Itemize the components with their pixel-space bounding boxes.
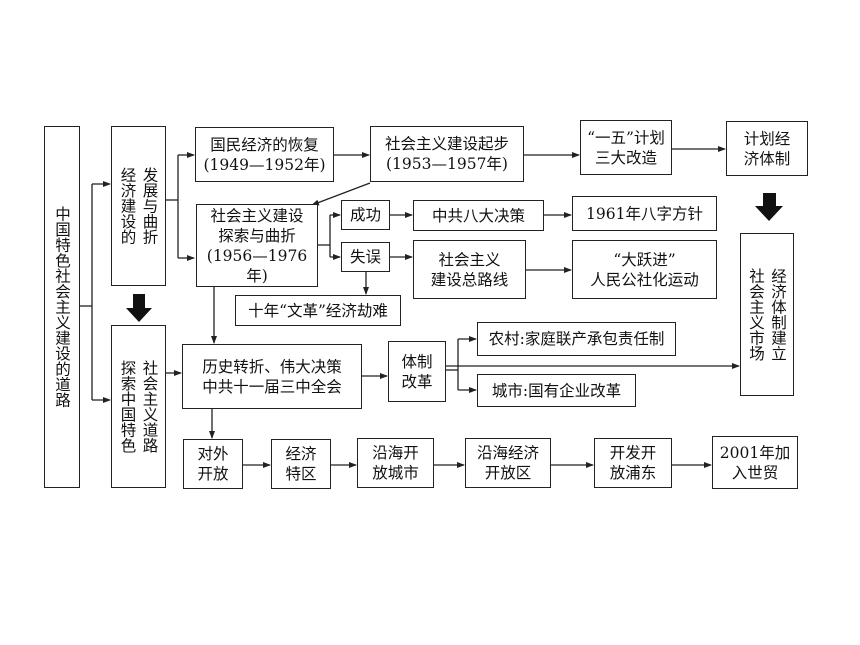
stage2-line1: 社会主义道路 — [140, 360, 159, 453]
market-economy-box: 经济体制建立 社会主义市场 — [740, 233, 794, 396]
coastal-zones-box: 沿海经济 开放区 — [465, 438, 551, 488]
stage1-columns: 发展与曲折 经济建设的 — [118, 167, 160, 245]
first-plan-box: “一五”计划 三大改造 — [580, 120, 672, 175]
wto-box: 2001年加 入世贸 — [712, 436, 798, 489]
coastal-cities-box: 沿海开 放城市 — [357, 438, 434, 488]
stage1-line1: 发展与曲折 — [140, 167, 159, 245]
eighth-congress-box: 中共八大决策 — [413, 200, 544, 231]
sez-box: 经济 特区 — [271, 439, 331, 489]
turning-point-box: 历史转折、伟大决策 中共十一届三中全会 — [182, 344, 362, 409]
root-box: 中国特色社会主义建设的道路 — [44, 126, 80, 488]
planned-economy-box: 计划经 济体制 — [726, 121, 808, 176]
market-economy-line2: 社会主义市场 — [747, 268, 765, 361]
down-arrow-icon — [126, 294, 152, 322]
recovery-box: 国民经济的恢复 (1949—1952年) — [195, 127, 334, 182]
cultural-revolution-box: 十年“文革”经济劫难 — [235, 295, 401, 326]
market-economy-line1: 经济体制建立 — [769, 268, 787, 361]
down-arrow-icon — [755, 193, 783, 221]
success-box: 成功 — [341, 200, 390, 230]
root-label: 中国特色社会主义建设的道路 — [53, 206, 71, 408]
stage1-line2: 经济建设的 — [118, 167, 137, 245]
opening-box: 对外 开放 — [183, 439, 243, 489]
stage2-columns: 社会主义道路 探索中国特色 — [118, 360, 160, 453]
reform-box: 体制 改革 — [388, 341, 446, 402]
general-line-box: 社会主义 建设总路线 — [413, 240, 526, 299]
stage2-box: 社会主义道路 探索中国特色 — [111, 325, 166, 488]
pudong-box: 开发开 放浦东 — [594, 438, 672, 488]
stage1-box: 发展与曲折 经济建设的 — [111, 126, 166, 286]
connector — [311, 182, 371, 206]
market-economy-columns: 经济体制建立 社会主义市场 — [746, 268, 788, 361]
explore-box: 社会主义建设 探索与曲折 (1956—1976年) — [196, 204, 318, 287]
great-leap-box: “大跃进” 人民公社化运动 — [572, 240, 717, 299]
mistake-box: 失误 — [341, 242, 390, 272]
stage2-line2: 探索中国特色 — [118, 360, 137, 453]
start-box: 社会主义建设起步 (1953—1957年) — [370, 126, 524, 182]
eight-char-box: 1961年八字方针 — [572, 196, 717, 231]
rural-reform-box: 农村:家庭联产承包责任制 — [477, 322, 676, 356]
urban-reform-box: 城市:国有企业改革 — [477, 374, 636, 407]
